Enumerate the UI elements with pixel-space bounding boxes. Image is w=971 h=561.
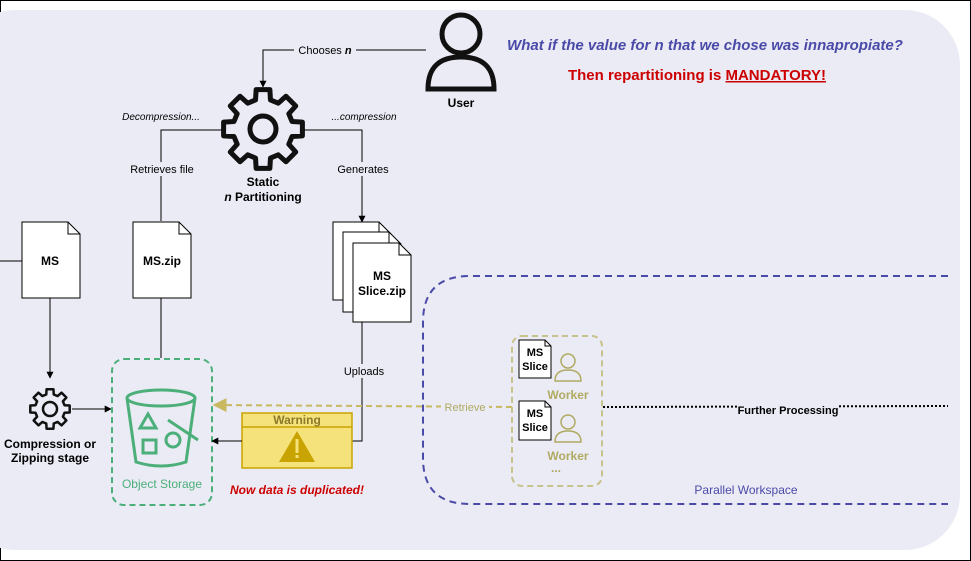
chooses-label: Chooses n (298, 45, 351, 57)
gear-outline (221, 87, 305, 171)
uploads-label: Uploads (344, 366, 385, 378)
gear-icon (221, 87, 305, 171)
worker1-label: Worker (547, 388, 588, 402)
further-processing-label: Further Processing (738, 405, 839, 417)
retrieve-bg (441, 400, 489, 414)
duplicated-label: Now data is duplicated! (230, 483, 364, 497)
worker2-person-icon (554, 414, 582, 443)
worker2-slice-document (518, 400, 552, 441)
retrieve-label: Retrieve (445, 402, 486, 414)
object-storage-border (111, 358, 213, 506)
bucket-icon (125, 388, 199, 468)
gear-outline (29, 388, 71, 430)
worker-more: ... (551, 461, 561, 475)
background-panel (0, 10, 960, 550)
answer-emphasis: MANDATORY! (725, 67, 826, 84)
worker2-slice-line1: MS (527, 408, 544, 420)
uploads-line (352, 322, 363, 442)
chooses-prefix: Chooses (298, 45, 342, 57)
partitioning-line2: n Partitioning (224, 190, 301, 204)
warning-icon (279, 431, 315, 462)
ms-document (21, 221, 81, 299)
compression-stage-line2: Zipping stage (11, 451, 89, 465)
worker1-slice-fold (544, 340, 551, 347)
retrieves-file-line (160, 129, 222, 221)
answer-prefix: Then repartitioning is (568, 67, 721, 84)
compression-label: ...compression (331, 112, 396, 123)
ms-label: MS (41, 254, 59, 268)
user-label: User (448, 96, 475, 110)
decompression-label: Decompression... (122, 112, 200, 123)
worker-group-border (511, 335, 603, 487)
chooses-label-bg (294, 43, 356, 57)
ms-zip-label: MS.zip (143, 254, 181, 268)
parallel-workspace-label: Parallel Workspace (694, 483, 797, 497)
retrieves-file-bg (128, 162, 196, 176)
generates-arrow (304, 129, 366, 223)
worker1-slice-line1: MS (527, 347, 544, 359)
gear-hole (247, 113, 279, 145)
ms-zip-document-fold (178, 222, 191, 235)
ms-document-fold (67, 222, 80, 235)
compression-gear-icon (29, 388, 71, 430)
worker2-slice-fold (544, 401, 551, 408)
chooses-var: n (345, 45, 352, 57)
answer-text: Then repartitioning is MANDATORY! (568, 67, 826, 84)
object-storage-label: Object Storage (122, 477, 202, 491)
parallel-workspace-border (422, 275, 948, 505)
worker2-label: Worker (547, 449, 588, 463)
partitioning-var: n (224, 190, 231, 204)
question-text: What if the value for n that we chose wa… (507, 37, 903, 54)
ms-zip-document (132, 221, 192, 299)
ms-slice-zip-line1: MS (373, 269, 391, 283)
compression-stage-line1: Compression or (4, 437, 96, 451)
worker1-slice-line2: Slice (522, 361, 548, 373)
ms-slice-zip-line2: Slice.zip (358, 284, 406, 298)
worker1-person-icon (554, 353, 582, 382)
partitioning-label: Partitioning (235, 190, 302, 204)
ms-slice-zip-stack (332, 221, 412, 323)
user-icon (425, 12, 497, 92)
warning-title: Warning (273, 413, 321, 427)
generates-label: Generates (337, 164, 389, 176)
chooses-arrow (259, 49, 426, 88)
retrieves-file-label: Retrieves file (130, 164, 194, 176)
further-processing-bg (737, 403, 839, 416)
worker2-slice-line2: Slice (522, 422, 548, 434)
partitioning-line1: Static (247, 175, 280, 189)
worker1-slice-document (518, 339, 552, 379)
uploads-bg (340, 364, 388, 378)
gear-hole (41, 400, 59, 418)
generates-bg (333, 162, 393, 176)
